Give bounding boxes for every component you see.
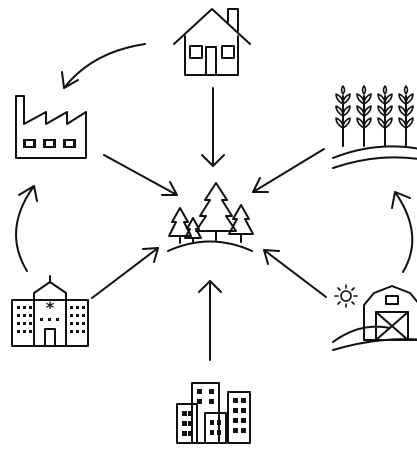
sun-icon: [334, 284, 358, 308]
factory-icon: [15, 95, 87, 159]
arrow-barn-to-forest: [263, 249, 327, 298]
house-icon: [173, 8, 251, 76]
curved-arrow-house-to-factory: [61, 43, 146, 89]
curved-arrow-barn-to-wheat: [391, 191, 414, 273]
wheat-field-icon: [332, 85, 417, 169]
city-buildings-icon: [176, 382, 251, 444]
barn-icon: [332, 284, 417, 351]
arrow-house-to-forest: [201, 87, 225, 167]
arrow-city-to-forest: [198, 280, 222, 361]
forest-hill-icon: [167, 182, 254, 252]
school-asterisk-icon: *: [46, 298, 55, 317]
school-icon: *: [11, 275, 89, 347]
arrow-school-to-forest: [91, 247, 159, 299]
curved-arrow-school-to-factory: [15, 185, 38, 272]
arrow-factory-to-forest: [103, 154, 178, 196]
arrow-wheat-to-forest: [252, 148, 325, 193]
